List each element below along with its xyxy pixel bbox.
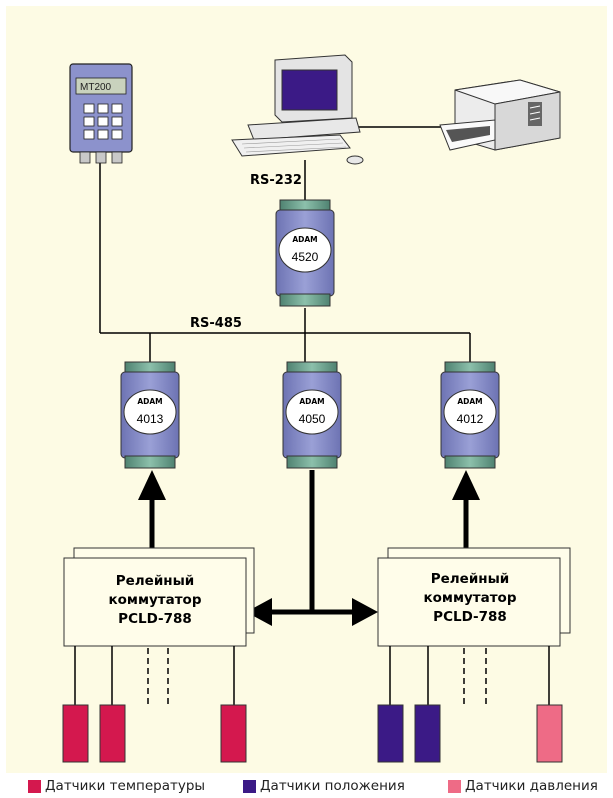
temperature-sensor — [220, 704, 247, 763]
temperature-sensor — [62, 704, 89, 763]
position-sensor — [414, 704, 441, 763]
relay-right-line3: PCLD-788 — [433, 609, 507, 625]
relay-right-line2: коммутатор — [423, 590, 516, 606]
legend-pressure-label: Датчики давления — [465, 778, 598, 794]
module-4050-brand: ADAM — [299, 397, 324, 406]
temperature-swatch — [28, 779, 41, 793]
handheld-terminal-icon — [69, 63, 133, 164]
position-sensors — [377, 704, 441, 763]
position-swatch — [243, 779, 256, 793]
relay-board-right — [377, 547, 571, 647]
converter-brand: ADAM — [292, 235, 317, 244]
pressure-sensor — [536, 704, 563, 763]
legend-position: Датчики положения — [243, 776, 405, 796]
relay-board-left — [63, 547, 255, 647]
legend-pressure: Датчики давления — [448, 776, 598, 796]
module-4012-brand: ADAM — [457, 397, 482, 406]
connection-lines — [99, 126, 471, 362]
relay-right-line1: Релейный — [431, 571, 510, 587]
temperature-sensors — [62, 704, 247, 763]
terminal-label: MT200 — [80, 82, 112, 93]
legend-temperature-label: Датчики температуры — [45, 778, 206, 794]
converter-model: 4520 — [292, 250, 319, 264]
module-4013-model: 4013 — [137, 412, 164, 426]
desktop-computer-icon — [231, 54, 364, 165]
relay-left-line1: Релейный — [116, 573, 195, 589]
module-4050-model: 4050 — [299, 412, 326, 426]
adam-module-4012 — [440, 361, 500, 469]
legend-temperature: Датчики температуры — [28, 776, 205, 796]
pressure-sensors — [536, 704, 563, 763]
adam-module-4013 — [120, 361, 180, 469]
rs232-label: RS-232 — [250, 173, 302, 188]
temperature-sensor — [99, 704, 126, 763]
legend-position-label: Датчики положения — [260, 778, 405, 794]
module-4012-model: 4012 — [457, 412, 484, 426]
printer-icon — [439, 79, 561, 151]
adam-module-4050 — [282, 361, 342, 469]
adam-converter — [275, 199, 335, 307]
module-4013-brand: ADAM — [137, 397, 162, 406]
pressure-swatch — [448, 779, 461, 793]
position-sensor — [377, 704, 404, 763]
relay-left-line2: коммутатор — [108, 592, 201, 608]
relay-left-line3: PCLD-788 — [118, 611, 192, 627]
rs485-label: RS-485 — [190, 316, 242, 331]
sensor-wires — [74, 646, 550, 706]
